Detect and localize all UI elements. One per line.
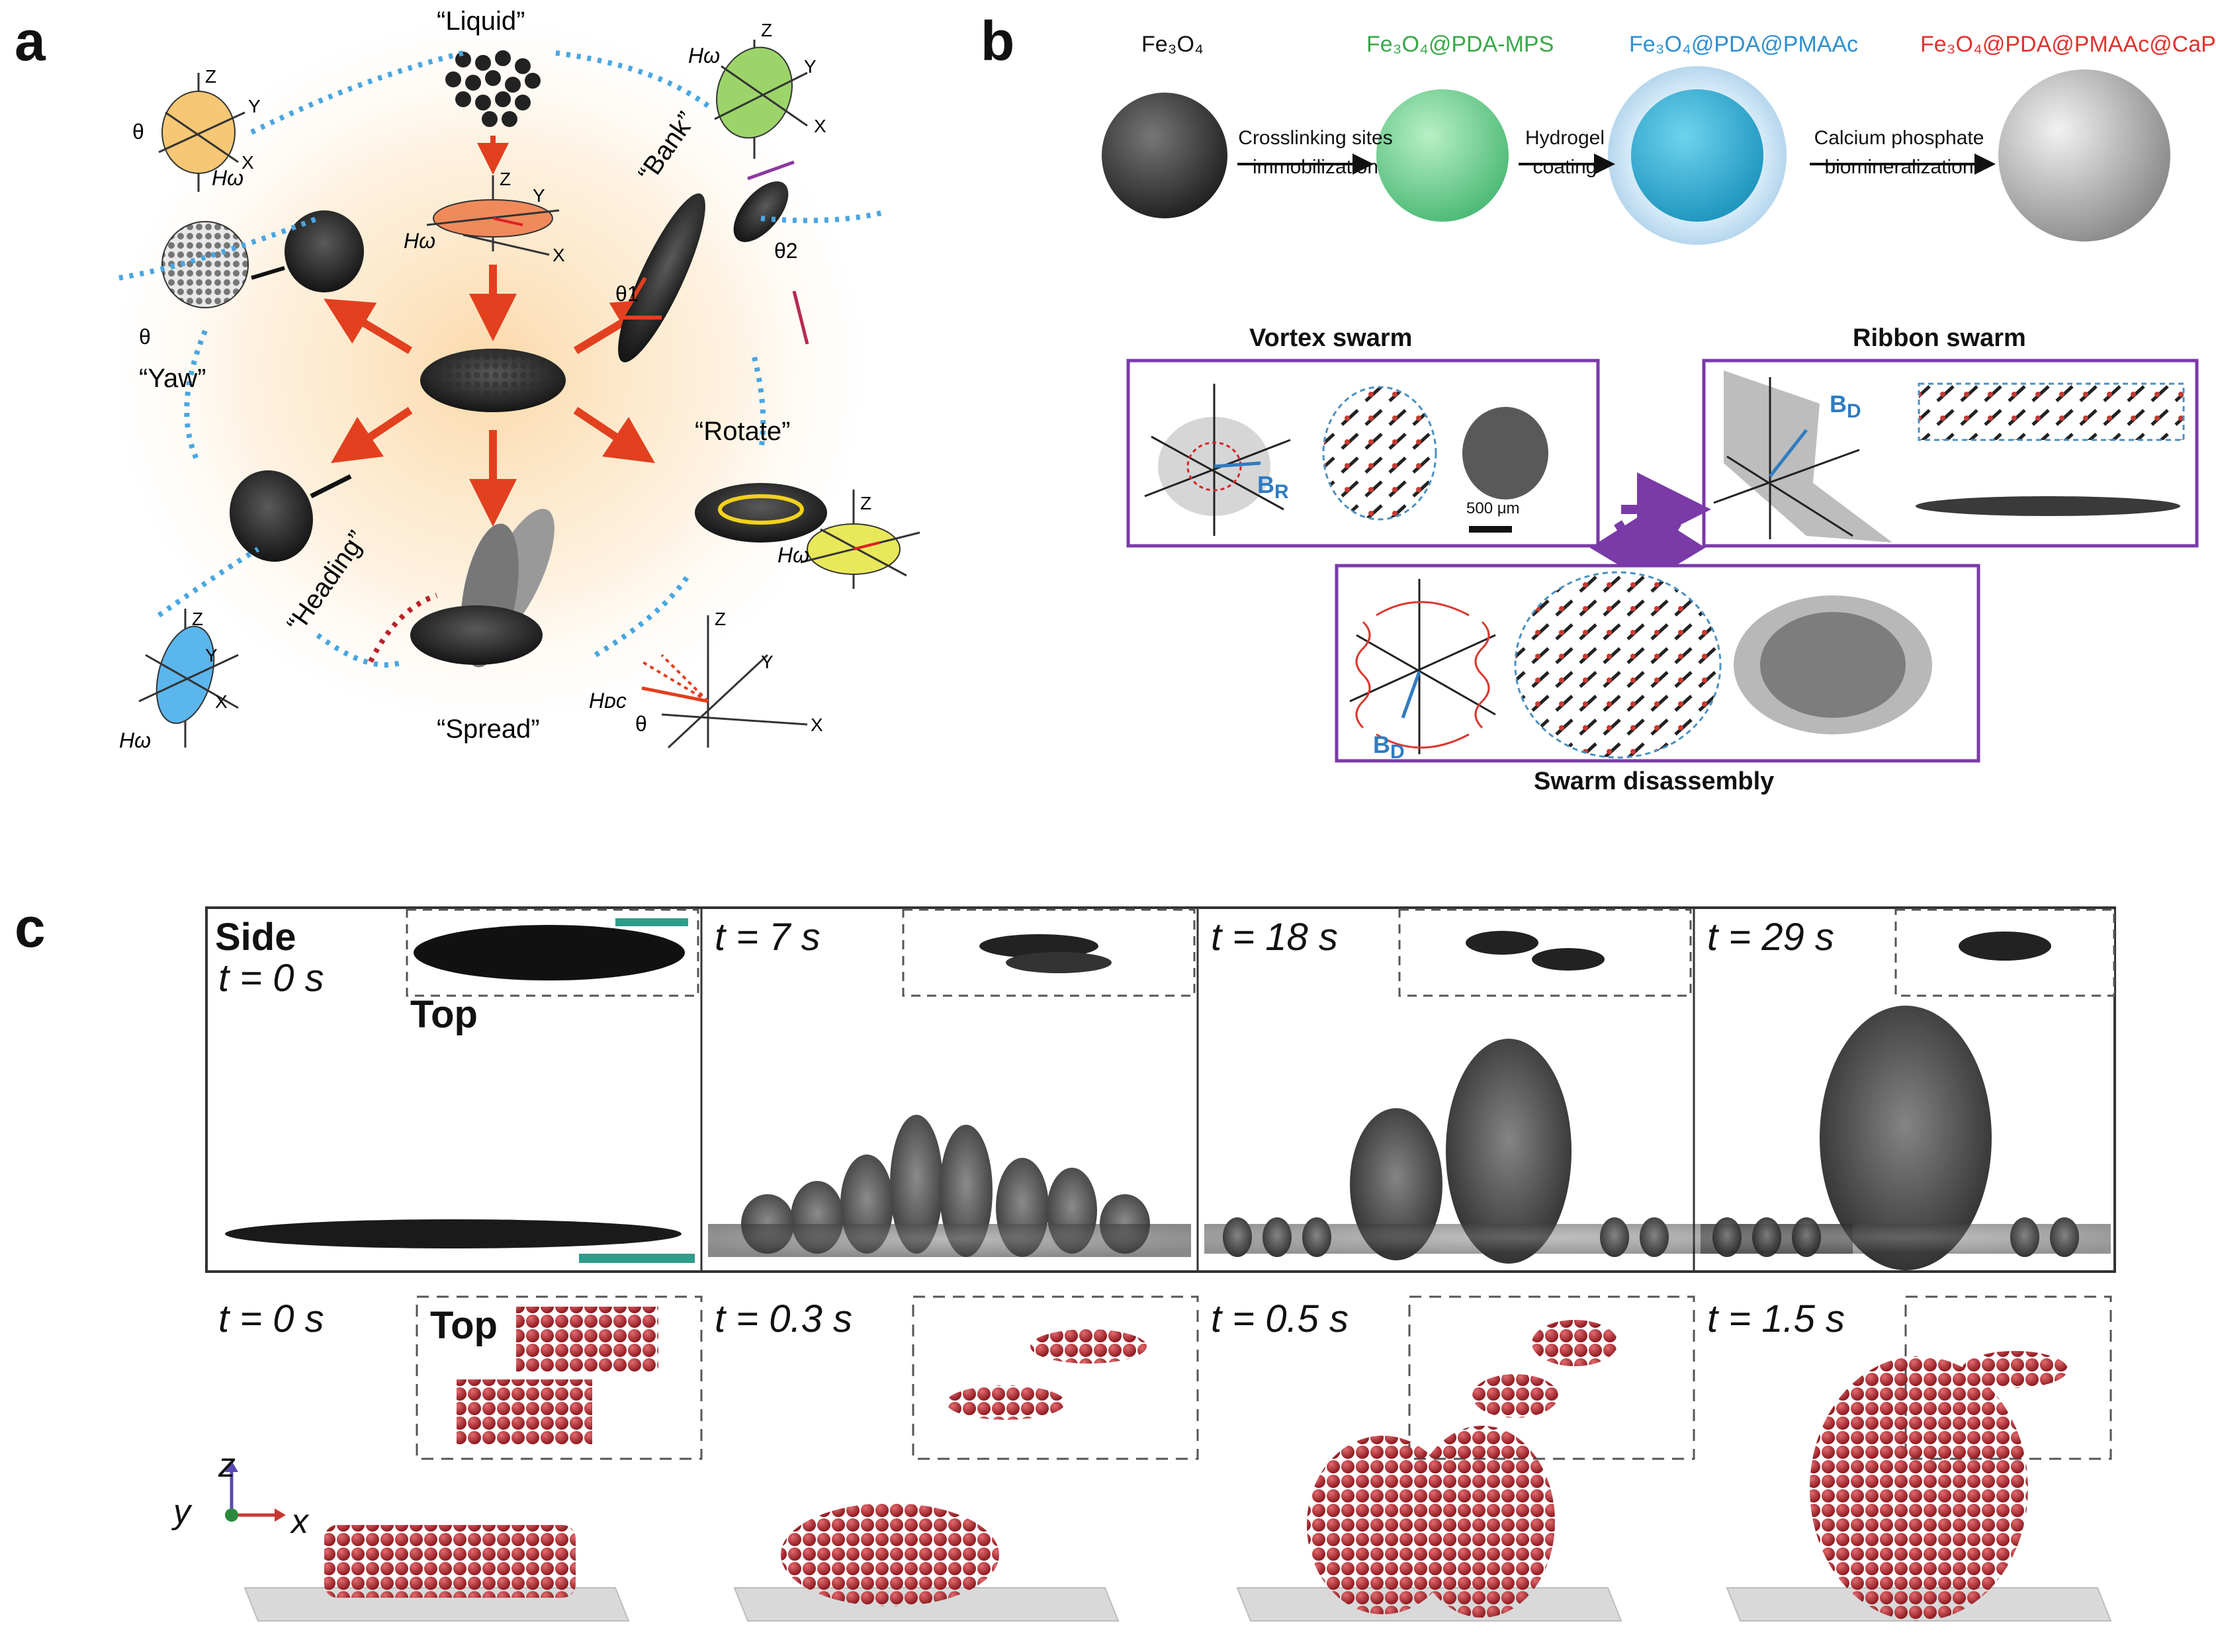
label-h-omega-top: Hω (404, 229, 435, 253)
axis-x-bank: X (814, 116, 826, 136)
br-letter: B (1257, 471, 1274, 498)
axis-label-y: y (173, 1493, 191, 1531)
rotate-disc (695, 483, 920, 589)
axis-y-top: Y (533, 185, 545, 206)
axis-z-rotate: Z (860, 493, 871, 513)
liquid-cluster (445, 50, 541, 127)
exp-time-1: t = 7 s (715, 916, 820, 959)
stage-label-1: Fe₃O₄ (1141, 32, 1204, 57)
step-2-line1: Hydrogel (1525, 127, 1605, 149)
cap-particle (1998, 69, 2170, 241)
scale-bar-label: 500 μm (1466, 500, 1520, 517)
stage-label-4: Fe₃O₄@PDA@PMAAc@CaP (1920, 32, 2216, 57)
label-theta2: θ2 (774, 239, 798, 263)
stage-label-3: Fe₃O₄@PDA@PMAAc (1629, 32, 1859, 57)
swarm-diagrams (1126, 359, 2199, 763)
axis-x-dc: X (811, 715, 823, 735)
vortex-swarm-title: Vortex swarm (1249, 324, 1413, 352)
label-h-omega-heading: Hω (119, 728, 151, 752)
step-3-line1: Calcium phosphate (1814, 127, 1984, 149)
label-rotate: “Rotate” (695, 417, 791, 446)
bd2-sub: D (1390, 741, 1405, 763)
bank-particles (618, 40, 887, 363)
label-theta1: θ1 (615, 282, 639, 306)
mode-switch-arrows (1589, 472, 1711, 591)
label-h-dc: Hᴅᴄ (589, 689, 627, 713)
axis-label-x: x (291, 1502, 308, 1541)
axis-z-heading: Z (192, 609, 203, 629)
label-theta-yaw-2: θ (139, 325, 151, 349)
step-3-label: Calcium phosphate biomineralization (1810, 127, 1988, 179)
step-3-line2: biomineralization (1824, 156, 1974, 178)
top-label-sim: Top (430, 1304, 498, 1347)
sim-time-0: t = 0 s (218, 1297, 324, 1340)
panel-letter-c: c (15, 896, 46, 959)
exp-time-0: t = 0 s (218, 957, 324, 1000)
field-label-bd-ribbon: BD (1830, 390, 1861, 423)
label-liquid: “Liquid” (437, 7, 525, 36)
field-label-br: BR (1257, 471, 1289, 503)
yaw-field-axes (158, 73, 245, 192)
label-yaw: “Yaw” (139, 364, 206, 393)
sim-time-3: t = 1.5 s (1707, 1297, 1845, 1340)
label-h-omega-bank: Hω (688, 44, 720, 67)
exp-time-3: t = 29 s (1707, 916, 1834, 959)
panel-c-figure (205, 906, 2116, 1622)
axis-x-heading: X (215, 691, 228, 712)
ribbon-swarm-title: Ribbon swarm (1853, 324, 2026, 352)
coordinate-axes (225, 1461, 286, 1522)
pda-mps-particle (1376, 89, 1509, 222)
heading-particle (138, 329, 352, 748)
bd-sub: D (1847, 400, 1861, 423)
step-1-line1: Crosslinking sites (1238, 127, 1393, 149)
step-2-line2: coating (1532, 156, 1597, 178)
axis-x-top: X (553, 245, 565, 265)
step-1-line2: immobilization (1252, 156, 1379, 178)
field-label-bd-disassembly: BD (1373, 731, 1405, 763)
br-sub: R (1274, 481, 1289, 503)
panel-letter-a: a (15, 10, 46, 72)
axis-z-top: Z (500, 169, 511, 189)
axis-z-dc: Z (715, 609, 726, 629)
axis-y-bank: Y (804, 56, 817, 77)
pmaac-particle (1631, 89, 1763, 222)
dc-field-axes (641, 615, 808, 749)
axis-label-z: z (218, 1446, 236, 1485)
label-h-omega-yaw: Hω (212, 166, 244, 190)
bd2-letter: B (1373, 731, 1390, 758)
panel-letter-b: b (981, 10, 1015, 72)
label-theta-yaw: θ (132, 120, 144, 144)
side-label: Side (215, 916, 296, 959)
exp-time-2: t = 18 s (1211, 916, 1338, 959)
disassembly-title: Swarm disassembly (1534, 767, 1775, 795)
sim-time-2: t = 0.5 s (1211, 1297, 1349, 1340)
bd-letter: B (1830, 390, 1847, 417)
top-label-exp: Top (410, 993, 478, 1036)
label-theta-dc: θ (635, 712, 647, 736)
axis-x-yaw: X (242, 152, 254, 173)
fe3o4-particle (1102, 93, 1227, 218)
stage-label-2: Fe₃O₄@PDA-MPS (1366, 32, 1554, 57)
rotating-field-top (426, 175, 560, 256)
step-2-label: Hydrogel coating (1519, 127, 1611, 179)
axis-z-bank: Z (761, 20, 772, 40)
label-spread: “Spread” (437, 715, 540, 744)
sim-time-1: t = 0.3 s (715, 1297, 852, 1340)
axis-y-heading: Y (205, 645, 218, 666)
step-1-label: Crosslinking sites immobilization (1236, 127, 1395, 179)
yaw-particles (118, 210, 364, 308)
radiating-arrows (324, 298, 662, 527)
label-h-omega-rotate: Hω (777, 543, 809, 567)
axis-y-dc: Y (761, 652, 774, 672)
spread-particles (316, 509, 691, 668)
panel-a-illustration: “Liquid” “Bank” “Yaw” “Rotate” “Heading”… (93, 0, 920, 752)
axis-y-yaw: Y (248, 96, 261, 116)
axis-z-yaw: Z (205, 66, 216, 87)
synthesis-scheme (1102, 66, 2170, 245)
